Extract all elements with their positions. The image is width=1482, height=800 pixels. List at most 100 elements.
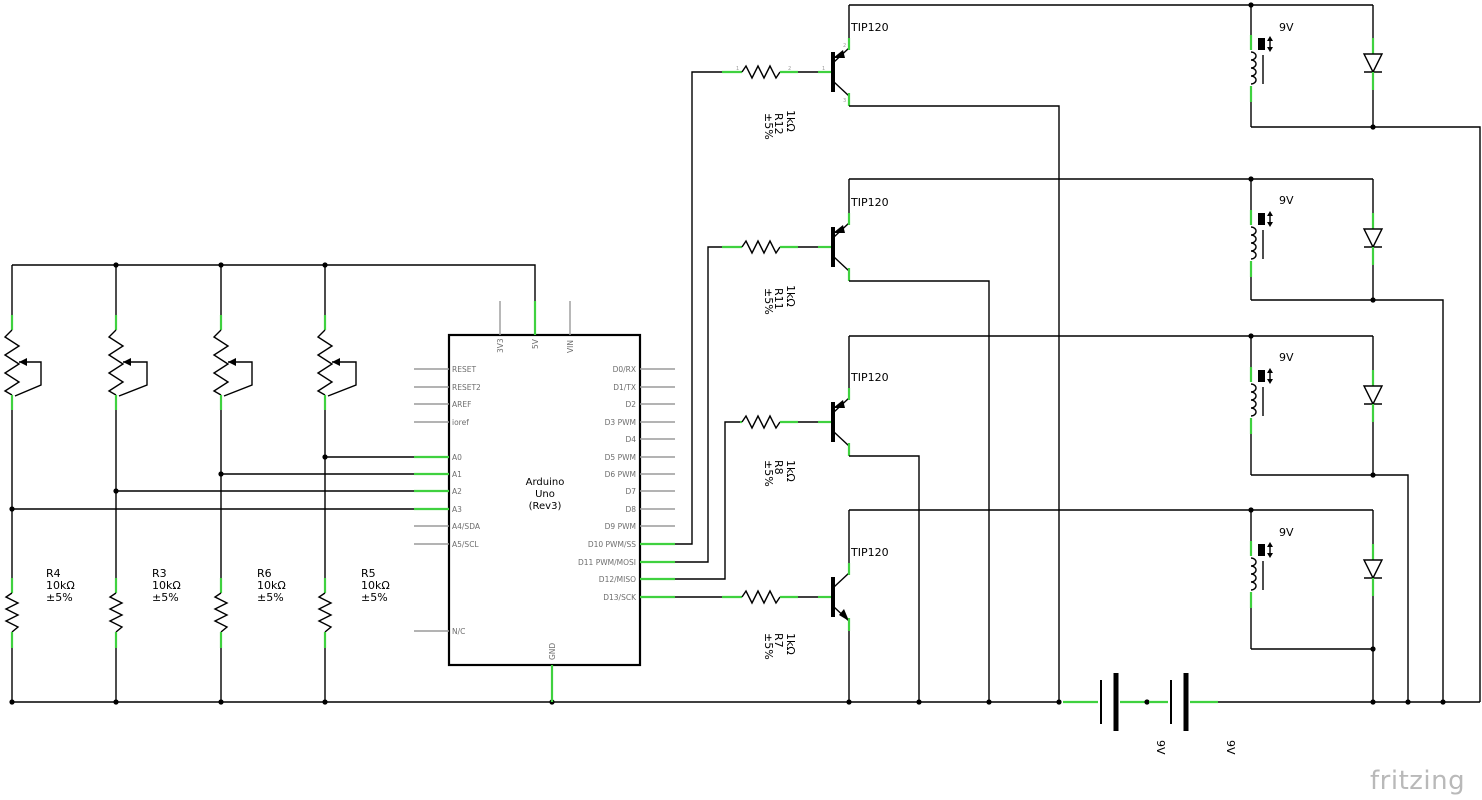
pin-a1-label: A1 xyxy=(452,470,462,479)
pin-5v-label: 5V xyxy=(531,338,540,349)
r7-ref-label: R7 xyxy=(772,633,785,648)
solenoid-coil-1 xyxy=(1250,51,1257,85)
pin-d1-label: D1/TX xyxy=(613,383,636,392)
r5-ref-label: R5 xyxy=(361,567,376,580)
r11-value-label: 1kΩ xyxy=(784,285,797,307)
potentiometer-1 xyxy=(3,265,42,578)
pin-reset2-label: RESET2 xyxy=(452,383,481,392)
base-resistor-r8 xyxy=(741,414,781,430)
diode-2 xyxy=(1362,228,1384,249)
pin-d3-label: D3 PWM xyxy=(605,418,636,427)
arduino-name-line3: (Rev3) xyxy=(529,501,562,512)
potentiometer-4 xyxy=(316,265,357,578)
pin-vin-label: VIN xyxy=(566,340,575,353)
pin-d11-label: D11 PWM/MOSI xyxy=(578,558,636,567)
r7-value-label: 1kΩ xyxy=(784,633,797,655)
pot-supply-wire xyxy=(12,264,536,315)
potentiometer-3 xyxy=(212,265,253,578)
solenoid-coil-3 xyxy=(1250,383,1257,417)
r6-value-label: 10kΩ xyxy=(257,579,286,592)
solenoid-coil-4 xyxy=(1250,557,1257,591)
r6-tolerance-label: ±5% xyxy=(257,591,284,604)
valve-1-label: 9V xyxy=(1279,21,1294,34)
solenoid-plunger-3 xyxy=(1258,370,1265,382)
pin-number-2: 2 xyxy=(843,43,846,49)
r12-ref-label: R12 xyxy=(772,113,785,135)
diode-4 xyxy=(1362,559,1384,580)
solenoid-valve-2: 9V xyxy=(1249,179,1444,702)
transistor-2-label: TIP120 xyxy=(850,196,889,209)
pin-d6-label: D6 PWM xyxy=(605,470,636,479)
solenoid-valve-4: 9V xyxy=(1249,510,1384,702)
r11-ref-label: R11 xyxy=(772,288,785,310)
solenoid-plunger-1 xyxy=(1258,38,1265,50)
base-resistor-r12 xyxy=(741,64,781,80)
pin-d8-label: D8 xyxy=(625,505,636,514)
pulldown-resistor-r3 xyxy=(108,578,124,702)
potentiometer-section: R4 10kΩ ±5% R3 10kΩ ±5% R6 10kΩ ±5% R5 1… xyxy=(3,262,1480,705)
pin-ioref-label: ioref xyxy=(452,418,469,427)
r8-ref-label: R8 xyxy=(772,460,785,475)
arduino-name-line2: Uno xyxy=(535,489,555,500)
potentiometer-2 xyxy=(107,265,148,578)
wire-d12 xyxy=(675,421,740,580)
r8-value-label: 1kΩ xyxy=(784,460,797,482)
r4-value-label: 10kΩ xyxy=(46,579,75,592)
solenoid-plunger-4 xyxy=(1258,544,1265,556)
solenoid-valve-3: 9V xyxy=(1249,336,1409,702)
valve-3-label: 9V xyxy=(1279,351,1294,364)
driver-channel-1: TIP120 1 1 2 2 3 R12 1kΩ ±5% xyxy=(722,5,1060,702)
r4-ref-label: R4 xyxy=(46,567,61,580)
pin-d4-label: D4 xyxy=(625,435,636,444)
pin-d9-label: D9 PWM xyxy=(605,522,636,531)
r12-value-label: 1kΩ xyxy=(784,110,797,132)
pin-d13-label: D13/SCK xyxy=(603,593,637,602)
pin-number-1: 1 xyxy=(822,66,825,72)
pin-a0-label: A0 xyxy=(452,453,462,462)
driver-channel-3: TIP120 R8 1kΩ ±5% xyxy=(740,336,920,702)
transistor-1-label: TIP120 xyxy=(850,21,889,34)
pulldown-resistor-r4 xyxy=(4,578,20,702)
pin-a4-sda-label: A4/SDA xyxy=(452,522,481,531)
pin-reset-label: RESET xyxy=(452,365,476,374)
wire-d10 xyxy=(675,71,722,545)
pin-aref-label: AREF xyxy=(452,400,471,409)
r5-tolerance-label: ±5% xyxy=(361,591,388,604)
transistor-4-label: TIP120 xyxy=(850,546,889,559)
pin-d2-label: D2 xyxy=(625,400,636,409)
pin-d7-label: D7 xyxy=(625,487,636,496)
base-resistor-r11 xyxy=(741,239,781,255)
pin-d10-label: D10 PWM/SS xyxy=(588,540,636,549)
pin-a2-label: A2 xyxy=(452,487,462,496)
r3-value-label: 10kΩ xyxy=(152,579,181,592)
diode-3 xyxy=(1362,385,1384,406)
r12-tolerance-label: ±5% xyxy=(762,113,775,140)
battery-pack: 9V 9V xyxy=(1063,673,1237,755)
r5-value-label: 10kΩ xyxy=(361,579,390,592)
pulldown-resistor-r6 xyxy=(213,578,229,702)
r6-ref-label: R6 xyxy=(257,567,272,580)
r3-ref-label: R3 xyxy=(152,567,167,580)
pulldown-resistor-r5 xyxy=(317,578,333,702)
pin-d0-label: D0/RX xyxy=(613,365,636,374)
pin-gnd-label: GND xyxy=(548,643,557,660)
pin-3v3-label: 3V3 xyxy=(496,338,505,353)
r7-tolerance-label: ±5% xyxy=(762,633,775,660)
pin-nc-label: N/C xyxy=(452,627,465,636)
arduino-body xyxy=(447,333,642,667)
pin-d12-label: D12/MISO xyxy=(599,575,636,584)
arduino-uno: 3V3 5V VIN GND Arduino Uno (Rev3) RESET … xyxy=(414,301,675,702)
battery-2-label: 9V xyxy=(1224,740,1237,755)
transistor-3-label: TIP120 xyxy=(850,371,889,384)
solenoid-plunger-2 xyxy=(1258,213,1265,225)
pin-number-1: 1 xyxy=(736,66,739,72)
valve-4-label: 9V xyxy=(1279,526,1294,539)
driver-channel-2: TIP120 R11 1kΩ ±5% xyxy=(722,179,990,702)
r4-tolerance-label: ±5% xyxy=(46,591,73,604)
valve-2-label: 9V xyxy=(1279,194,1294,207)
solenoid-coil-2 xyxy=(1250,226,1257,260)
r11-tolerance-label: ±5% xyxy=(762,288,775,315)
fritzing-logo: fritzing xyxy=(1370,766,1465,796)
pin-d5-label: D5 PWM xyxy=(605,453,636,462)
